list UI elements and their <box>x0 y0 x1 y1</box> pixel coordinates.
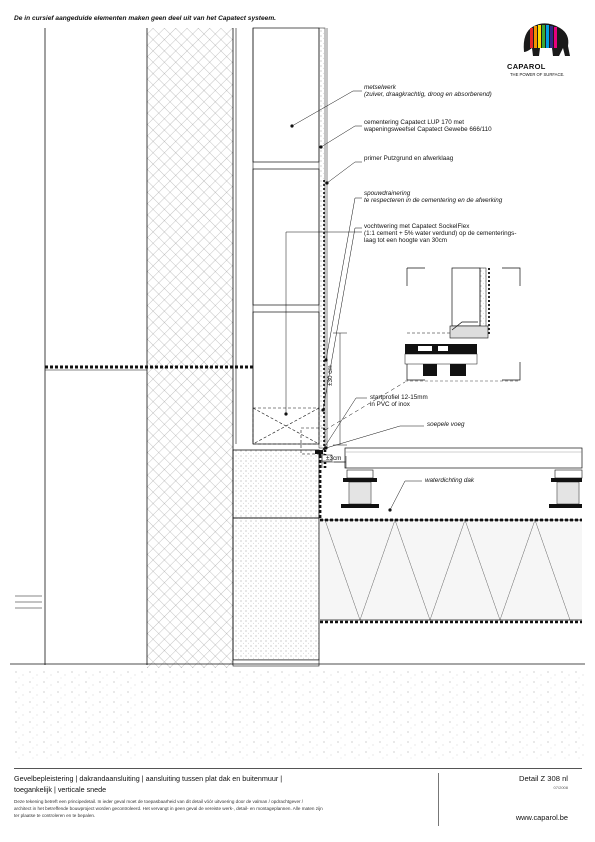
top-note: De in cursief aangeduide elementen maken… <box>14 15 277 22</box>
footer-disclaimer-line-3: ter plaatse te controleren en te bepalen… <box>14 813 96 818</box>
annotation-spouwdrainering: spouwdrainering te respecteren in de cem… <box>364 190 502 204</box>
annotation-soepele-voeg: soepele voeg <box>427 421 464 428</box>
annotation-waterdichting-line-1: waterdichting dak <box>425 477 475 484</box>
footer-divider <box>438 773 439 826</box>
roof-tiles <box>341 447 583 508</box>
ground-area <box>10 670 585 760</box>
ground-marker <box>15 595 42 609</box>
leader-lines <box>285 90 424 511</box>
footer-disclaimer-line-2: architect in het betreffende bouwproject… <box>14 806 323 811</box>
annotation-soepele-voeg-line-1: soepele voeg <box>427 421 465 428</box>
annotation-vochtwering: vochtwering met Capatect SockelFlex (1:1… <box>364 223 516 245</box>
annotation-metselwerk-line-2: (zuiver, draagkrachtig, droog en absorbe… <box>364 91 492 99</box>
caparol-elephant-logo <box>523 23 570 56</box>
dimension-30cm <box>333 332 347 446</box>
annotation-cementering-line-1: cementering Capatect LUP 170 met <box>364 119 464 126</box>
annotation-cementering-line-2: wapeningsweefsel Capatect Gewebe 666/110 <box>364 126 492 134</box>
footer-frame <box>14 768 582 830</box>
dimension-height-label: ±30 cm <box>327 365 334 386</box>
annotation-spouwdrainering-line-2: te respecteren in de cementering en de a… <box>364 197 503 205</box>
annotation-startprofiel-line-1: startprofiel 12-15mm <box>370 394 428 401</box>
annotation-primer-line-1: primer Putzgrund en afwerklaag <box>364 155 454 162</box>
website-link[interactable]: www.caparol.be <box>515 813 568 822</box>
dimension-gap-label: ±3cm <box>326 455 342 462</box>
zoom-detail <box>324 267 521 431</box>
annotation-startprofiel-line-2: in PVC of inox <box>370 401 410 409</box>
annotation-spouwdrainering-line-1: spouwdrainering <box>364 190 411 197</box>
inner-wall <box>44 28 234 668</box>
annotation-vochtwering-line-1: vochtwering met Capatect SockelFlex <box>364 223 470 230</box>
footer-title-line-2: toegankelijk | verticale snede <box>14 785 107 794</box>
lower-blocks <box>232 449 320 667</box>
detail-reference-code: 07/2008 <box>553 785 568 790</box>
footer-title-line-1: Gevelbepleistering | dakrandaansluiting … <box>14 774 283 783</box>
render-layers <box>318 27 328 450</box>
annotation-cementering: cementering Capatect LUP 170 met wapenin… <box>364 119 492 133</box>
leader-dots <box>284 124 392 512</box>
roof-construction <box>318 450 582 624</box>
annotation-metselwerk-line-1: metselwerk <box>364 84 396 91</box>
floor-slab-line <box>45 365 320 371</box>
annotation-primer: primer Putzgrund en afwerklaag <box>364 155 453 162</box>
annotation-waterdichting: waterdichting dak <box>425 477 474 484</box>
logo-name: CAPAROL <box>507 62 546 71</box>
detail-reference: Detail Z 308 nl <box>519 774 568 783</box>
annotation-vochtwering-line-3: laag tot een hoogte van 30cm <box>364 237 447 245</box>
logo-tagline: THE POWER OF SURFACE. <box>510 72 565 77</box>
annotation-vochtwering-line-2: (1:1 cement + 5% water verdund) op de ce… <box>364 230 517 238</box>
dimension-3cm <box>321 456 347 468</box>
annotation-startprofiel: startprofiel 12-15mm in PVC of inox <box>370 394 428 408</box>
annotation-metselwerk: metselwerk (zuiver, draagkrachtig, droog… <box>364 84 492 98</box>
footer-disclaimer-line-1: Deze tekening betreft een principedetail… <box>14 799 304 804</box>
